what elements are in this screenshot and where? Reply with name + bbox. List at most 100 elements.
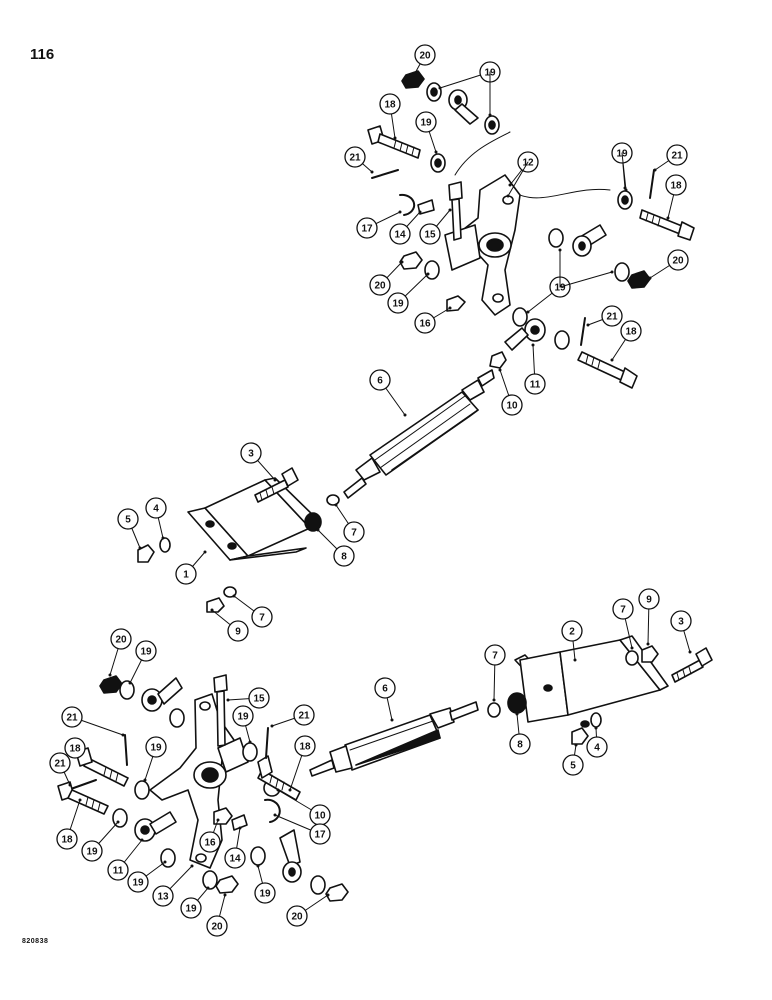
washer-19-g xyxy=(512,307,528,327)
callout-number-10: 10 xyxy=(506,401,518,412)
callout-leader-12 xyxy=(507,161,529,197)
clamp-block-upper xyxy=(444,224,481,271)
nut-20-ur xyxy=(627,270,651,289)
nut-20-lr xyxy=(325,883,349,902)
callout-bubble-15 xyxy=(419,223,441,245)
callout-arrow-tip xyxy=(226,698,230,702)
rod-end-upper-top xyxy=(448,89,479,125)
callout-number-20: 20 xyxy=(115,635,127,646)
callout-bubble-18 xyxy=(620,320,642,342)
callout-arrow-tip xyxy=(498,368,502,372)
callout-number-19: 19 xyxy=(420,118,432,129)
callout-number-7: 7 xyxy=(259,613,265,624)
callout-bubble-6 xyxy=(374,677,396,699)
callout-number-17: 17 xyxy=(314,830,326,841)
nut-5-upper xyxy=(137,544,155,563)
callout-bubble-8 xyxy=(333,545,355,567)
callout-bubble-19 xyxy=(254,882,276,904)
callout-arrow-tip xyxy=(610,270,614,274)
callout-arrow-tip xyxy=(121,733,125,737)
rod-end-lower-left xyxy=(134,811,177,842)
callout-number-21: 21 xyxy=(671,151,683,162)
callout-arrow-tip xyxy=(586,323,590,327)
callout-bubble-18 xyxy=(665,174,687,196)
cotter-pin-21-lm xyxy=(265,727,269,759)
washer-7-lower-b xyxy=(487,702,501,718)
callout-bubble-20 xyxy=(414,44,436,66)
cotter-pin-21-ul xyxy=(371,169,399,179)
callout-arrow-tip xyxy=(526,310,530,314)
bolt-18-upper-right xyxy=(639,209,695,241)
callout-number-18: 18 xyxy=(69,744,81,755)
callout-arrow-tip xyxy=(506,194,510,198)
washer-4-lower xyxy=(590,712,602,728)
callout-arrow-tip xyxy=(248,740,252,744)
callout-bubble-7 xyxy=(343,521,365,543)
callout-number-15: 15 xyxy=(253,694,265,705)
callout-bubble-17 xyxy=(309,823,331,845)
callout-number-20: 20 xyxy=(672,256,684,267)
callout-arrow-tip xyxy=(276,788,280,792)
callout-number-10: 10 xyxy=(314,811,326,822)
callout-arrow-tip xyxy=(403,413,407,417)
callout-bubble-19 xyxy=(135,640,157,662)
callout-arrow-tip xyxy=(138,546,142,550)
callout-arrow-tip xyxy=(400,260,404,264)
callout-arrow-tip xyxy=(630,646,634,650)
washer-19-l5 xyxy=(112,808,128,828)
rod-end-lower-top xyxy=(141,677,183,712)
callout-arrow-tip xyxy=(108,673,112,677)
callout-number-18: 18 xyxy=(625,327,637,338)
callout-arrow-tip xyxy=(288,788,292,792)
callout-arrow-tip xyxy=(143,778,147,782)
callout-bubble-6 xyxy=(369,369,391,391)
callout-number-20: 20 xyxy=(211,922,223,933)
callout-number-19: 19 xyxy=(554,283,566,294)
callout-bubble-18 xyxy=(379,93,401,115)
callout-arrow-tip xyxy=(190,864,194,868)
callout-bubble-2 xyxy=(561,620,583,642)
callout-bubble-11 xyxy=(524,373,546,395)
nut-9-upper xyxy=(206,597,225,613)
callout-bubble-4 xyxy=(145,497,167,519)
threads xyxy=(393,139,415,156)
callout-arrow-tip xyxy=(256,864,260,868)
snap-ring-17-upper xyxy=(399,193,416,216)
callout-bubble-16 xyxy=(199,831,221,853)
callout-number-4: 4 xyxy=(153,504,159,515)
callout-number-16: 16 xyxy=(204,838,216,849)
callout-number-13: 13 xyxy=(157,892,169,903)
callout-arrow-tip xyxy=(203,550,207,554)
callout-arrow-tip xyxy=(223,893,227,897)
callout-bubble-18 xyxy=(56,828,78,850)
figure-code: 820838 xyxy=(22,938,49,945)
callout-bubble-21 xyxy=(601,305,623,327)
callout-bubble-13 xyxy=(152,885,174,907)
callout-arrow-tip xyxy=(666,216,670,220)
callout-number-21: 21 xyxy=(606,312,618,323)
callout-arrow-tip xyxy=(610,358,614,362)
callout-arrow-tip xyxy=(648,276,652,280)
bolt-18-right-lower xyxy=(577,351,638,389)
callout-arrow-tip xyxy=(316,528,320,532)
cotter-pin-21-ur xyxy=(649,169,655,199)
callout-arrow-tip xyxy=(398,210,402,214)
washer-19-l4 xyxy=(134,780,150,800)
callout-arrow-tip xyxy=(210,608,214,612)
nut-20-ul xyxy=(399,251,423,270)
callout-arrow-tip xyxy=(594,726,598,730)
callout-bubble-19 xyxy=(127,871,149,893)
callout-arrow-tip xyxy=(334,503,338,507)
callout-arrow-tip xyxy=(390,718,394,722)
nut-16-lower xyxy=(213,807,233,825)
callout-number-19: 19 xyxy=(392,299,404,310)
callout-bubble-10 xyxy=(501,394,523,416)
callout-number-21: 21 xyxy=(66,713,78,724)
callout-number-18: 18 xyxy=(384,100,396,111)
washer-19-l3 xyxy=(169,708,185,728)
callout-number-11: 11 xyxy=(113,866,124,877)
callout-number-12: 12 xyxy=(522,158,534,169)
callout-arrow-tip xyxy=(273,478,277,482)
callout-number-18: 18 xyxy=(670,181,682,192)
callout-number-19: 19 xyxy=(259,889,271,900)
